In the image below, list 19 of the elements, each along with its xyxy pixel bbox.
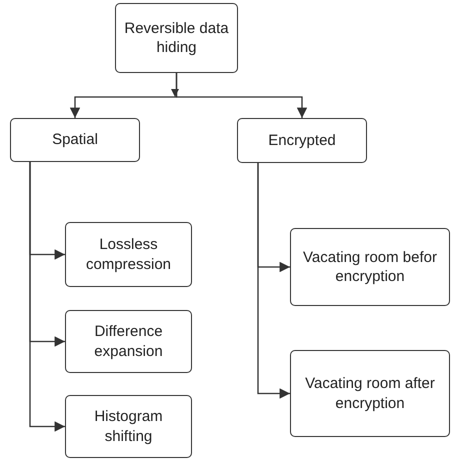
arrow — [257, 163, 290, 399]
box-label: Difference expansion — [93, 322, 164, 361]
arrow — [29, 162, 65, 432]
box-label: Encrypted — [268, 130, 336, 150]
process-box — [65, 222, 192, 287]
process-box — [65, 310, 192, 373]
arrow — [176, 73, 308, 118]
box-label: Vacating room after encryption — [304, 374, 436, 413]
process-box — [237, 118, 367, 163]
box-label: Reversible data hiding — [123, 18, 230, 58]
box-label: Lossless compression — [84, 235, 172, 274]
box-label: Histogram shifting — [93, 407, 164, 446]
process-box — [115, 3, 238, 73]
process-box — [65, 395, 192, 458]
box-label: Vacating room befor encryption — [302, 248, 438, 286]
process-box — [290, 350, 450, 437]
process-box — [10, 118, 140, 162]
process-box — [290, 228, 450, 306]
box-label: Spatial — [52, 130, 98, 150]
